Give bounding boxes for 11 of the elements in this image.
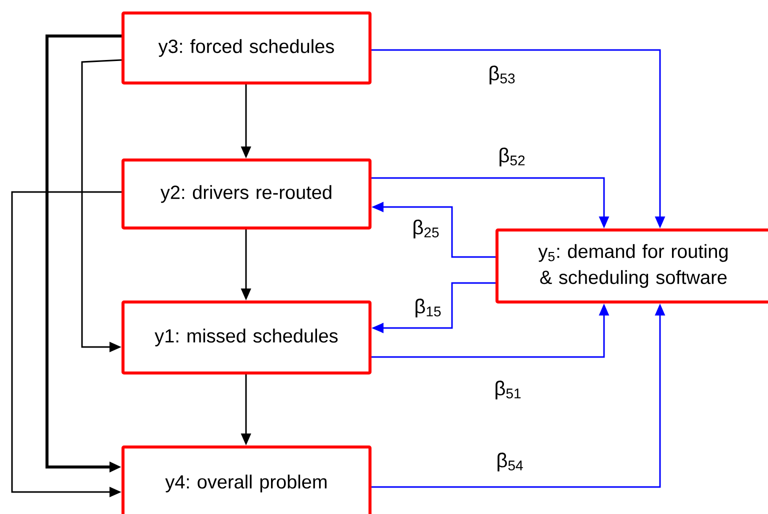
variable-box: y2: drivers re-routed (122, 158, 372, 230)
variable-box: y3: forced schedules (122, 12, 372, 84)
variable-box: y1: missed schedules (122, 300, 372, 374)
edge-label: β$_{52}$ (500, 148, 525, 166)
edge-label: β$_{51}$ (496, 380, 521, 400)
edge-label: β$_{54}$ (498, 452, 523, 472)
edge-label: β$_{53}$ (490, 66, 515, 84)
variable-box: y4: overall problem (122, 446, 372, 514)
variable-box: y$_{5}$: demand for routing & scheduling software (496, 228, 768, 304)
edge-label: β$_{25}$ (414, 220, 439, 238)
edge-label: β$_{15}$ (416, 298, 441, 318)
